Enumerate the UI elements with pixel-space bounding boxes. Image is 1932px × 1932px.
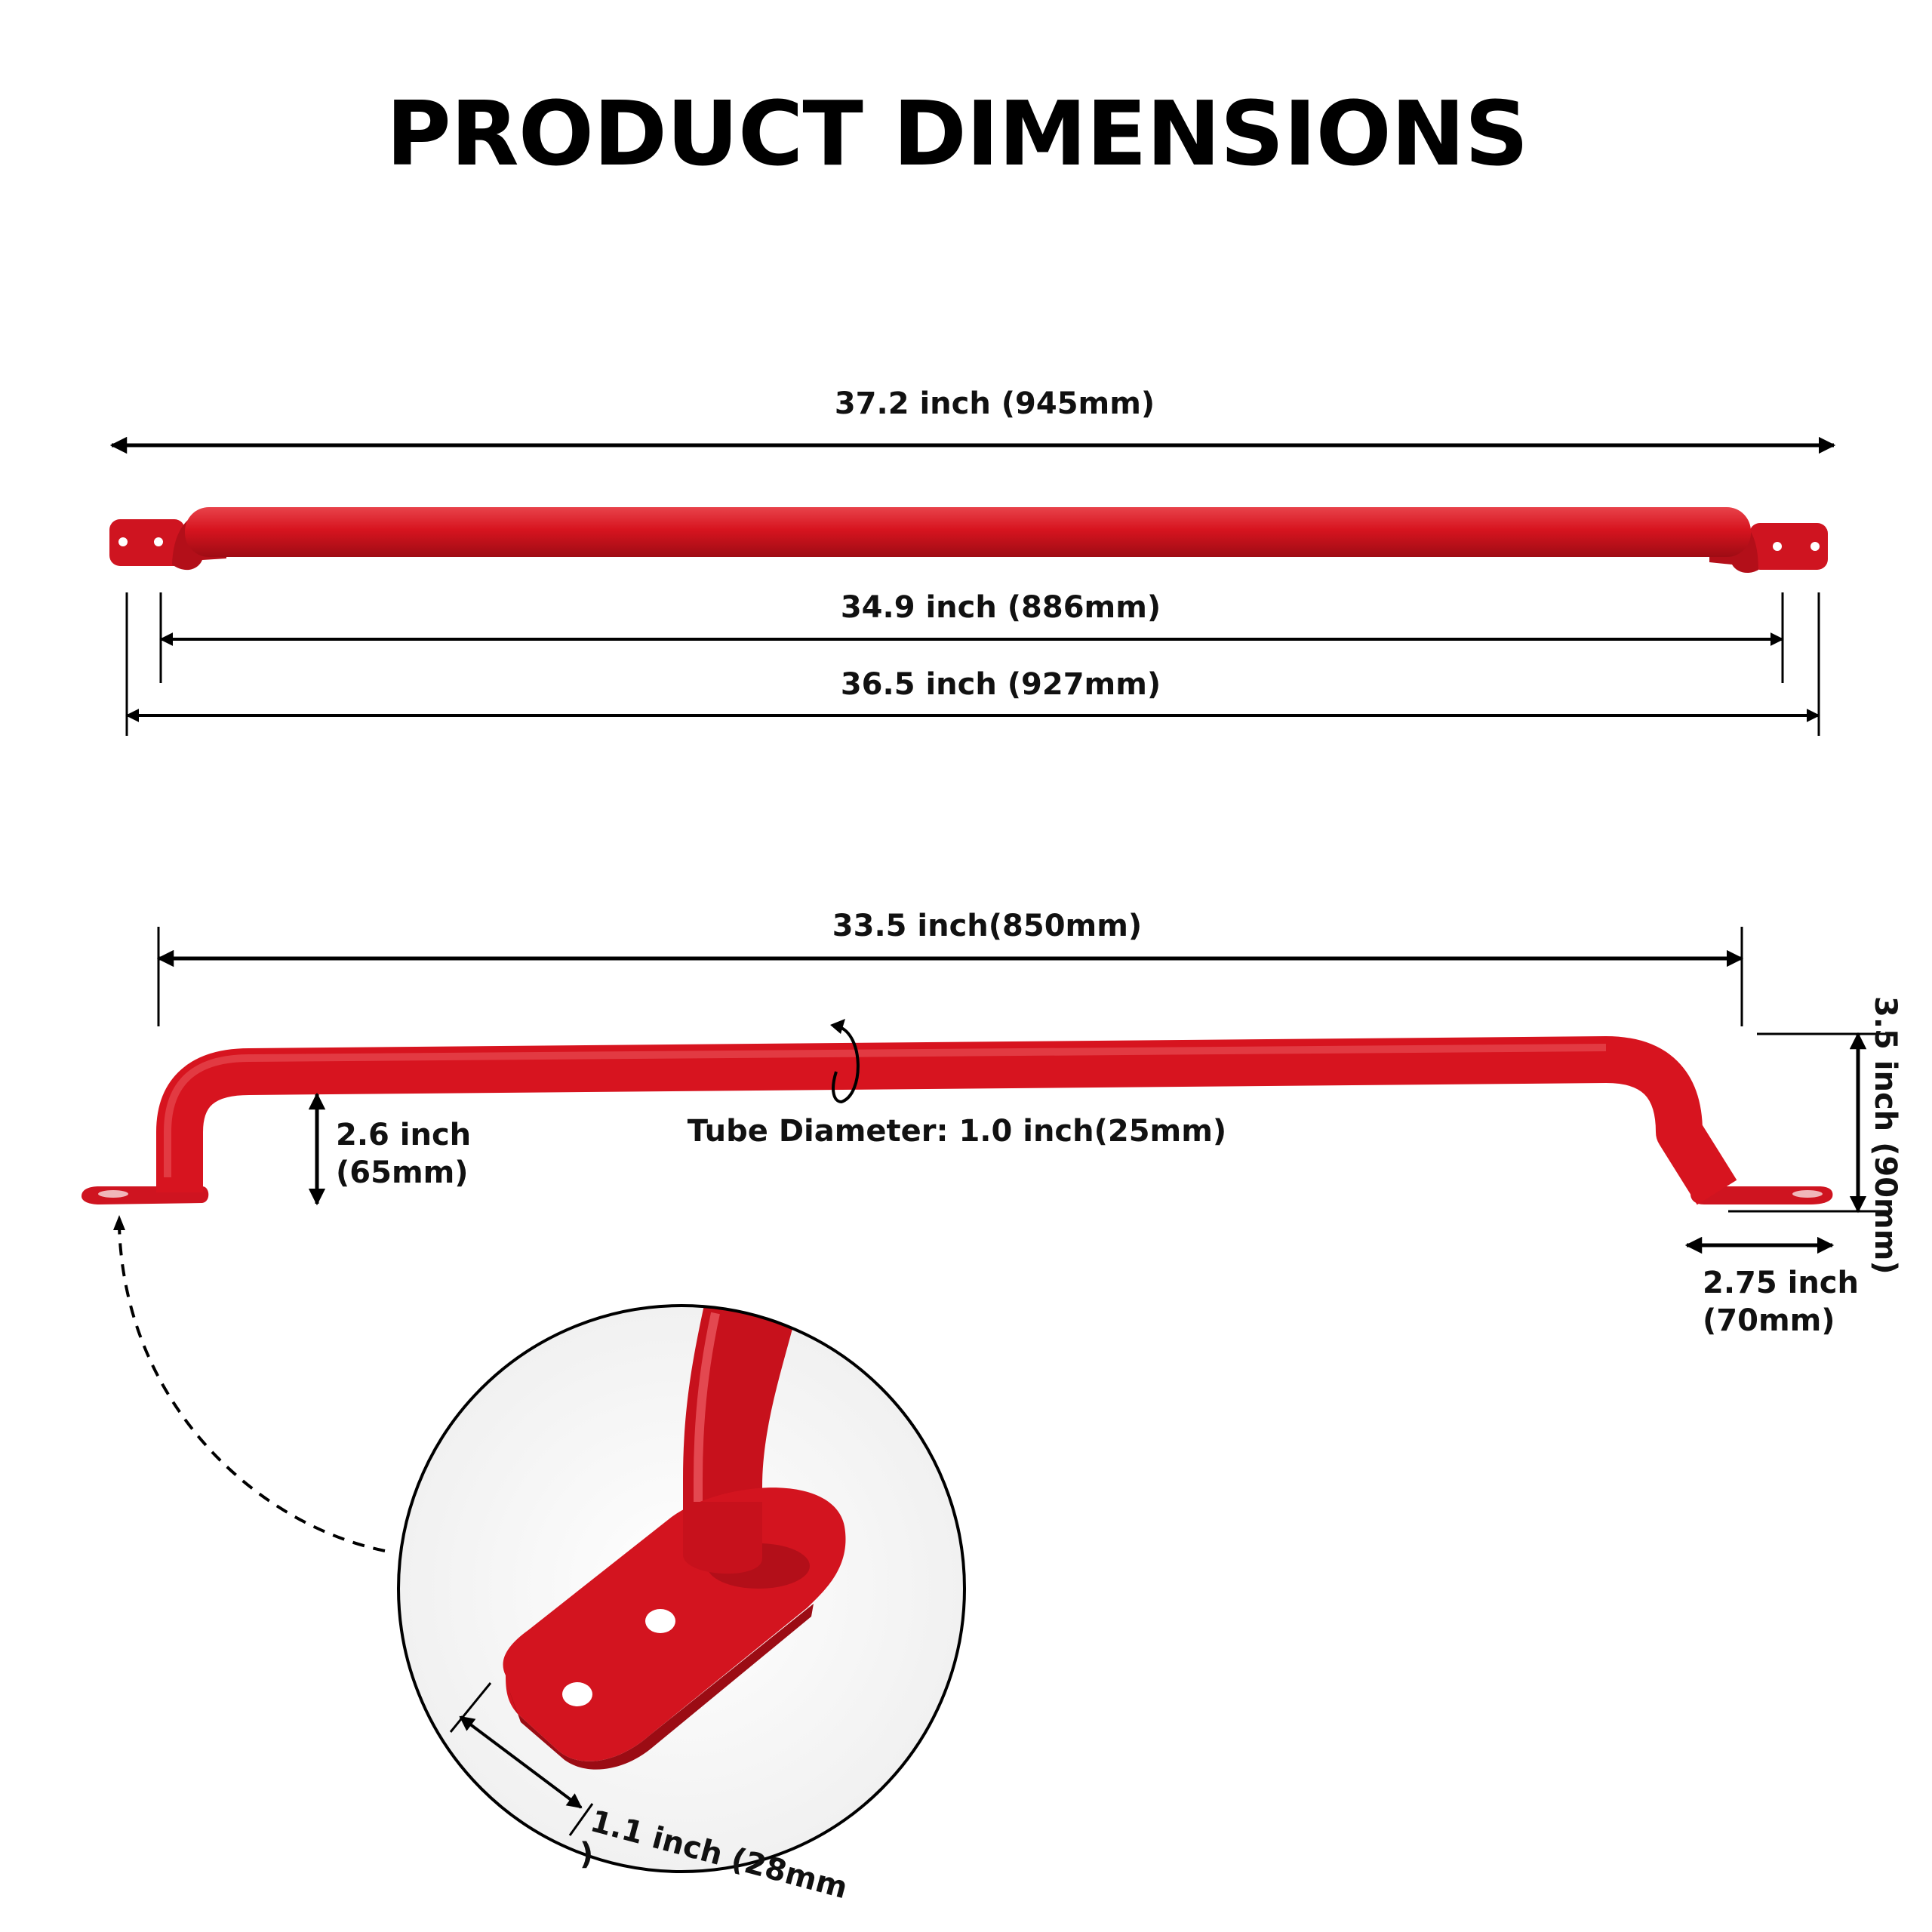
foot-width-label-line2: ) xyxy=(580,1837,593,1872)
detail-foot-image xyxy=(503,1306,846,1770)
grab-bar-side-view xyxy=(82,1036,1833,1205)
tube-diameter-label: Tube Diameter: 1.0 inch(25mm) xyxy=(688,1114,1226,1149)
side-tube xyxy=(156,1036,1737,1205)
foot-width-arrow xyxy=(459,1715,583,1809)
flange-hole xyxy=(1773,542,1782,551)
rotation-marker xyxy=(832,1025,860,1104)
foot-length-label-line2: (70mm) xyxy=(1703,1303,1835,1338)
callout-arrowhead xyxy=(113,1215,125,1230)
foot-hole xyxy=(1792,1190,1823,1198)
bar-length-label: 33.5 inch(850mm) xyxy=(832,909,1142,943)
side-tube-highlight xyxy=(164,1044,1607,1177)
detail-view: 1.1 inch (28mm ) xyxy=(113,1215,966,1906)
detail-hole xyxy=(645,1609,675,1633)
right-flange xyxy=(1749,523,1828,570)
foot-hole xyxy=(98,1190,128,1198)
height-label: 3.5 inch (90mm) xyxy=(1868,996,1903,1275)
clearance-label-line1: 2.6 inch xyxy=(336,1118,471,1152)
flange-hole xyxy=(118,537,128,546)
grab-bar-top-view xyxy=(109,507,1828,574)
detail-tube-base xyxy=(683,1502,762,1574)
side-view: 33.5 inch(850mm) Tube Diameter: 1.0 inch… xyxy=(82,909,1903,1338)
right-foot xyxy=(1690,1186,1833,1204)
flange-hole xyxy=(154,537,163,546)
page-title: PRODUCT DIMENSIONS xyxy=(386,82,1527,186)
extension-line xyxy=(449,1682,492,1733)
left-flange xyxy=(109,519,185,566)
detail-hole xyxy=(562,1682,592,1706)
detail-tube-highlight xyxy=(694,1312,720,1555)
callout-dashed-line xyxy=(118,1226,386,1552)
flange-hole xyxy=(1810,542,1820,551)
extension-line xyxy=(568,1803,594,1836)
flange-span-label: 36.5 inch (927mm) xyxy=(841,667,1161,702)
inner-span-label: 34.9 inch (886mm) xyxy=(841,590,1161,625)
overall-length-label: 37.2 inch (945mm) xyxy=(835,386,1155,421)
detail-circle-border xyxy=(397,1304,966,1873)
foot-length-label-line1: 2.75 inch xyxy=(1703,1266,1859,1300)
detail-foot-plate-edge xyxy=(507,1604,814,1770)
rotation-arrowhead xyxy=(830,1019,845,1034)
clearance-label-line2: (65mm) xyxy=(336,1155,469,1190)
top-view: 37.2 inch (945mm) 34.9 inch (886mm) xyxy=(109,386,1836,736)
main-tube xyxy=(185,507,1751,557)
